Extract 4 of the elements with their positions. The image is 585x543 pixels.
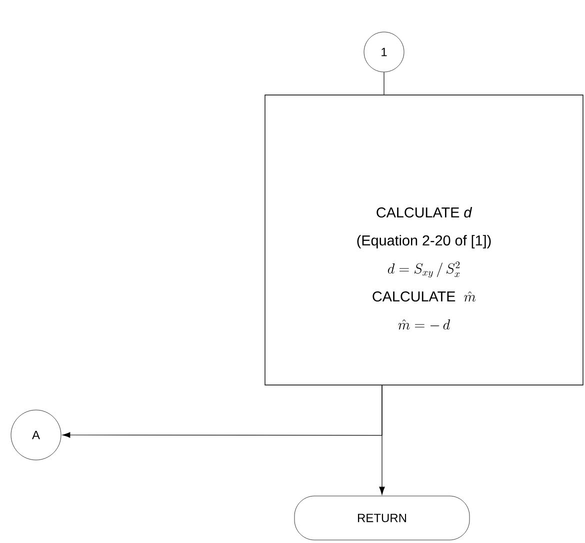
arrow — [62, 432, 70, 438]
terminal-box: RETURN — [294, 496, 470, 540]
arrow — [379, 385, 385, 495]
process-box: CALCULATE d (Equation 2-20 of [1]) $d = S_{xy}\,/\,S_x^{2}$ $\mbox{CALCULATE}\ \ \hat{m}$ $\hat{m} = -\,d$ — [264, 94, 584, 386]
